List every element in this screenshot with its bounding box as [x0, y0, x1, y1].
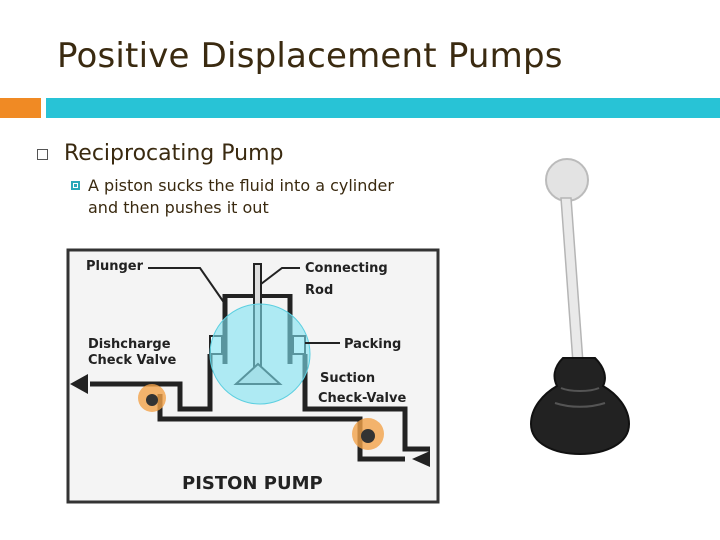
label-check-valve: Check Valve [88, 353, 177, 368]
discharge-valve-ball [146, 394, 158, 406]
sub-bullet-icon-inner [74, 184, 77, 187]
sub-bullet-piston-description: A piston sucks the fluid into a cylinder… [88, 176, 394, 217]
piston-highlight [209, 303, 311, 405]
label-caption: PISTON PUMP [182, 473, 323, 494]
bullet-square-icon [37, 149, 48, 160]
slide-title: Positive Displacement Pumps [57, 36, 563, 76]
suction-valve-ball [361, 429, 375, 443]
accent-bar-cyan [46, 98, 720, 118]
label-discharge: Dishcharge [88, 337, 171, 352]
discharge-arrow-icon [70, 374, 88, 394]
plunger-image [529, 158, 631, 456]
inner-pipe [157, 394, 405, 462]
label-suction: Suction [320, 371, 375, 386]
suction-pipe [302, 354, 430, 452]
piston-pump-diagram: Plunger Connecting Rod Dishcharge Check … [66, 248, 440, 504]
bullet-reciprocating-pump: Reciprocating Pump [64, 141, 284, 166]
plunger-handle-knob [545, 158, 589, 202]
label-packing: Packing [344, 337, 401, 352]
suction-arrow-icon [412, 451, 430, 467]
label-suction-check-valve: Check-Valve [318, 391, 406, 406]
plunger-handle [560, 197, 584, 364]
label-connecting: Connecting [305, 261, 388, 276]
label-rod: Rod [305, 283, 333, 298]
discharge-pipe [90, 354, 213, 412]
label-plunger: Plunger [86, 259, 144, 274]
accent-bar-orange [0, 98, 41, 118]
